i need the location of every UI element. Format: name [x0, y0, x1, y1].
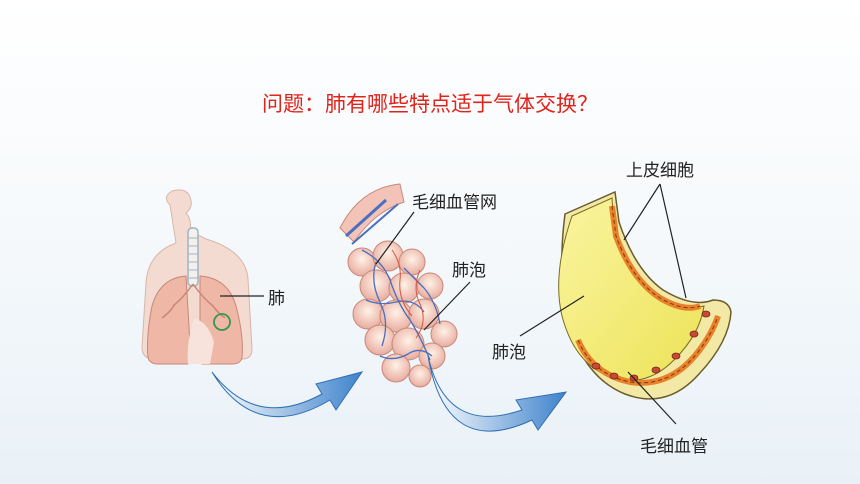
epithelial-leader-line-2 [659, 183, 687, 299]
label-capillary-network: 毛细血管网 [412, 193, 497, 213]
label-lung: 肺 [268, 289, 285, 309]
label-alveolus-mid: 肺泡 [452, 261, 486, 281]
question-title: 问题：肺有哪些特点适于气体交换？ [262, 92, 598, 116]
epithelial-leader-line-1 [623, 183, 661, 241]
alveolus-mid-leader-line [423, 281, 471, 331]
alveolus-cross-section-illustration [558, 190, 732, 400]
arrow-alveoli-to-section [427, 355, 568, 432]
label-epithelial-cell: 上皮细胞 [626, 161, 694, 181]
capillary-leader-line [627, 371, 677, 425]
alveoli-cluster-illustration [339, 183, 458, 388]
label-alveolus-right: 肺泡 [492, 343, 526, 363]
arrow-lungs-to-alveoli [211, 371, 364, 418]
label-capillary: 毛细血管 [640, 437, 708, 457]
torso-lungs-illustration [141, 189, 253, 365]
alveolus-right-leader-line [519, 295, 585, 337]
capillary-network-leader-line [375, 211, 415, 265]
